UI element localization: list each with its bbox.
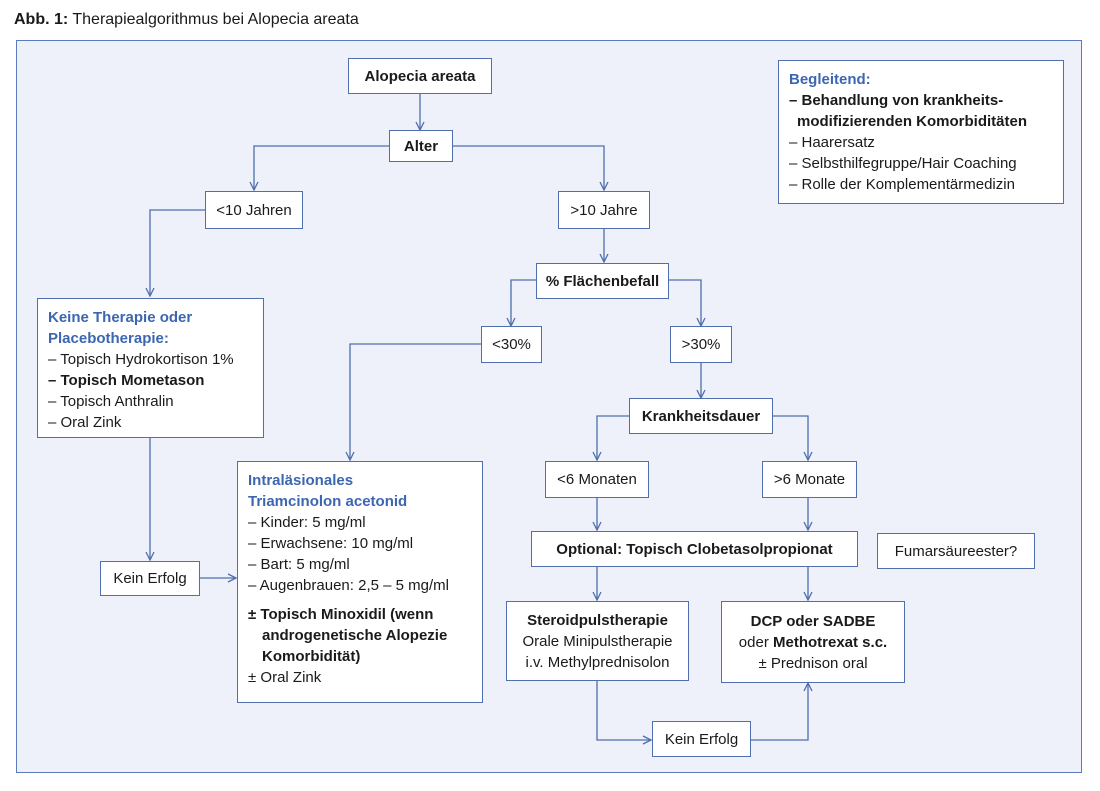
steroidpuls-line-2: Orale Minipulstherapie bbox=[522, 632, 673, 650]
begleitend-item: – Selbsthilfegruppe/Hair Coaching bbox=[789, 155, 1017, 172]
arrow-flaeche-over30 bbox=[669, 279, 701, 326]
keine-therapie-list: – Topisch Hydrokortison 1% – Topisch Mom… bbox=[48, 349, 253, 433]
node-under-30-label: <30% bbox=[492, 336, 531, 353]
caption-title: Therapiealgorithmus bei Alopecia areata bbox=[72, 11, 359, 28]
dcp-title: DCP oder SADBE bbox=[750, 612, 876, 630]
node-alter: Alter bbox=[389, 130, 453, 162]
minoxidil-line-3: Komorbidität) bbox=[262, 648, 361, 665]
arrow-under30-intralaesional bbox=[350, 343, 481, 460]
node-fumarsaeureester-label: Fumarsäureester? bbox=[894, 542, 1018, 560]
arrow-alter-over10 bbox=[453, 145, 604, 190]
arrow-alter-under10 bbox=[254, 145, 389, 190]
node-alter-label: Alter bbox=[403, 137, 439, 155]
begleitend-item: – Haarersatz bbox=[789, 134, 875, 151]
node-over-6-label: >6 Monate bbox=[773, 471, 846, 488]
caption-label: Abb. 1: bbox=[14, 11, 69, 28]
intralaesional-box: Intraläsionales Triamcinolon acetonid – … bbox=[237, 461, 483, 703]
arrow-under10-keine-therapie bbox=[150, 209, 205, 296]
keine-therapie-item: – Topisch Hydrokortison 1% bbox=[48, 351, 234, 368]
node-under-6-label: <6 Monaten bbox=[557, 471, 637, 488]
intralaesional-title-1: Intraläsionales bbox=[248, 472, 354, 489]
node-flaechenbefall: % Flächenbefall bbox=[536, 263, 669, 299]
steroidpuls-line-3: i.v. Methylprednisolon bbox=[525, 653, 670, 671]
steroidpuls-title: Steroidpulstherapie bbox=[527, 611, 668, 629]
keine-therapie-item: – Topisch Anthralin bbox=[48, 393, 174, 410]
arrow-dauer-over6 bbox=[773, 415, 808, 460]
dosage-item: – Augenbrauen: 2,5 – 5 mg/ml bbox=[248, 577, 449, 594]
node-kein-erfolg-left: Kein Erfolg bbox=[100, 561, 200, 596]
node-fumarsaeureester: Fumarsäureester? bbox=[877, 533, 1035, 569]
dcp-line-3: ± Prednison oral bbox=[758, 654, 868, 672]
keine-therapie-box: Keine Therapie oder Placebotherapie: – T… bbox=[37, 298, 264, 438]
node-over-6-monate: >6 Monate bbox=[762, 461, 857, 498]
oral-zink-line: ± Oral Zink bbox=[248, 669, 322, 686]
node-flaechenbefall-label: % Flächenbefall bbox=[545, 272, 660, 290]
node-over-10-jahre: >10 Jahre bbox=[558, 191, 650, 229]
intralaesional-dosage-list: – Kinder: 5 mg/ml – Erwachsene: 10 mg/ml… bbox=[248, 512, 472, 596]
dcp-line-2-methotrexat: Methotrexat s.c. bbox=[773, 633, 888, 651]
begleitend-item: – Rolle der Komplementärmedizin bbox=[789, 176, 1015, 193]
begleitend-box: Begleitend: – Behandlung von krankheits-… bbox=[778, 60, 1064, 204]
dcp-line-2-prefix: oder bbox=[738, 633, 773, 651]
node-under-6-monaten: <6 Monaten bbox=[545, 461, 649, 498]
keine-therapie-item: – Topisch Mometason bbox=[48, 372, 205, 389]
begleitend-title: Begleitend: bbox=[789, 71, 871, 88]
dosage-item: – Erwachsene: 10 mg/ml bbox=[248, 535, 414, 552]
node-kein-erfolg-bottom-label: Kein Erfolg bbox=[664, 730, 739, 748]
dcp-line-2: oder Methotrexat s.c. bbox=[730, 632, 896, 653]
dosage-item: – Kinder: 5 mg/ml bbox=[248, 514, 366, 531]
node-under-10-label: <10 Jahren bbox=[216, 201, 292, 219]
keine-therapie-title-2: Placebotherapie: bbox=[48, 330, 169, 347]
node-over-30: >30% bbox=[670, 326, 732, 363]
figure-caption: Abb. 1: Therapiealgorithmus bei Alopecia… bbox=[14, 10, 359, 30]
keine-therapie-item: – Oral Zink bbox=[48, 414, 122, 431]
node-kein-erfolg-left-label: Kein Erfolg bbox=[113, 570, 187, 587]
node-under-30: <30% bbox=[481, 326, 542, 363]
node-over-10-label: >10 Jahre bbox=[570, 201, 638, 219]
begleitend-item: modifizierenden Komorbiditäten bbox=[797, 113, 1028, 130]
arrow-flaeche-under30 bbox=[511, 279, 536, 326]
arrow-dauer-under6 bbox=[597, 415, 629, 460]
node-krankheitsdauer-label: Krankheitsdauer bbox=[641, 407, 761, 425]
node-alopecia-areata: Alopecia areata bbox=[348, 58, 492, 94]
node-kein-erfolg-bottom: Kein Erfolg bbox=[652, 721, 751, 757]
minoxidil-line-2: androgenetische Alopezie bbox=[262, 627, 448, 644]
intralaesional-title-2: Triamcinolon acetonid bbox=[248, 493, 408, 510]
node-over-30-label: >30% bbox=[681, 336, 721, 353]
keine-therapie-title-1: Keine Therapie oder bbox=[48, 309, 193, 326]
node-clobetasol-label: Optional: Topisch Clobetasolpropionat bbox=[556, 540, 833, 558]
node-clobetasol: Optional: Topisch Clobetasolpropionat bbox=[531, 531, 858, 567]
arrow-kein-erfolg-dcp bbox=[751, 683, 808, 741]
begleitend-item: – Behandlung von krankheits- bbox=[789, 92, 1004, 109]
node-alopecia-areata-label: Alopecia areata bbox=[364, 67, 476, 85]
arrow-steroidpuls-kein-erfolg bbox=[596, 681, 651, 740]
node-under-10-jahren: <10 Jahren bbox=[205, 191, 303, 229]
begleitend-list: – Behandlung von krankheits- modifiziere… bbox=[789, 90, 1053, 195]
dcp-box: DCP oder SADBE oder Methotrexat s.c. ± P… bbox=[721, 601, 905, 683]
node-krankheitsdauer: Krankheitsdauer bbox=[629, 398, 773, 434]
steroidpuls-box: Steroidpulstherapie Orale Minipulstherap… bbox=[506, 601, 689, 681]
dosage-item: – Bart: 5 mg/ml bbox=[248, 556, 350, 573]
minoxidil-line-1: ± Topisch Minoxidil (wenn bbox=[248, 606, 434, 623]
